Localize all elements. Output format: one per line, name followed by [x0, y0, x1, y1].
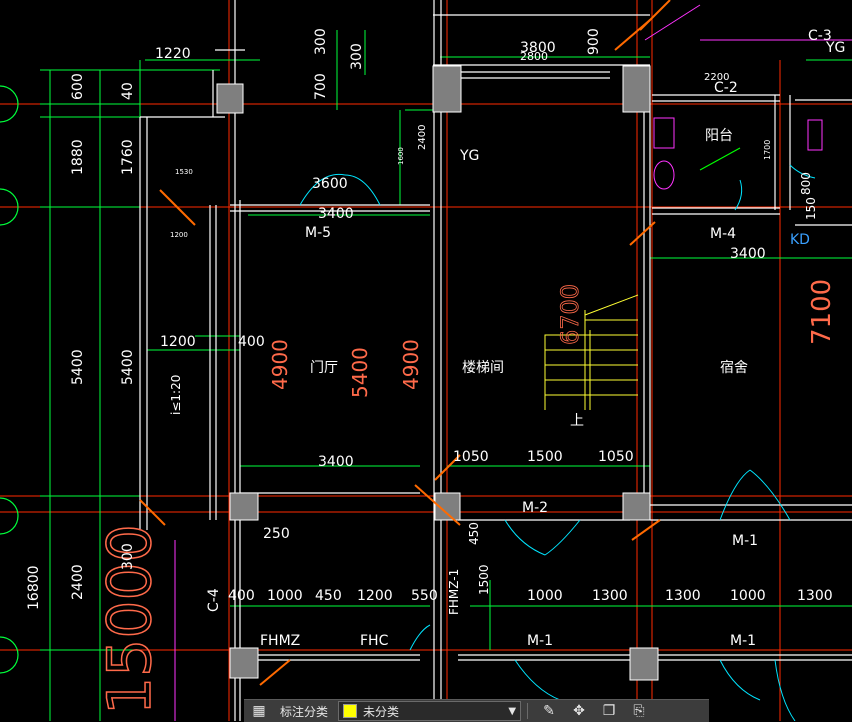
divider	[527, 703, 529, 719]
dim-400-left: 400	[238, 334, 265, 350]
dim-150: 150	[804, 197, 818, 220]
category-select[interactable]: 未分类 ▼	[338, 701, 522, 721]
balcony-arrow	[699, 147, 741, 171]
dim-b-1000-a: 1000	[267, 588, 303, 604]
door-swings	[299, 164, 816, 721]
dim-1200-small: 1200	[170, 231, 188, 239]
room-hall: 门厅	[310, 360, 338, 376]
dim-300-b: 300	[349, 43, 365, 70]
dim-slope: i≤1:20	[169, 375, 183, 415]
dim-1500-v: 1500	[477, 564, 491, 595]
door-m5: M-5	[305, 225, 331, 241]
dim-5400-inner: 5400	[120, 349, 136, 385]
dim-1760: 1760	[120, 139, 136, 175]
dim-b-450: 450	[315, 588, 342, 604]
label-c2: C-2	[714, 80, 738, 96]
dim-900: 900	[586, 28, 602, 55]
dim-3400-dorm: 3400	[730, 246, 766, 262]
chevron-down-icon: ▼	[508, 705, 517, 717]
dim-1700: 1700	[763, 140, 772, 160]
dim-4900-b: 4900	[399, 339, 423, 390]
dim-5400-outer: 5400	[70, 349, 86, 385]
door-m1-b: M-1	[527, 633, 553, 649]
dim-300-a: 300	[313, 28, 329, 55]
room-stair: 楼梯间	[462, 360, 504, 376]
columns	[216, 65, 659, 681]
label-c4: C-4	[206, 588, 222, 612]
dim-16800: 16800	[26, 565, 42, 610]
dim-5400-hall: 5400	[348, 347, 372, 398]
color-swatch	[343, 704, 358, 718]
dim-450: 450	[467, 522, 481, 545]
dim-b-1200: 1200	[357, 588, 393, 604]
dim-1200: 1200	[160, 334, 196, 350]
door-m1-a: M-1	[732, 533, 758, 549]
dim-b-1300-b: 1300	[665, 588, 701, 604]
dim-6700: 6700	[556, 284, 584, 345]
dim-b-1000-b: 1000	[527, 588, 563, 604]
dim-b-1300-a: 1300	[592, 588, 628, 604]
door-m1-c: M-1	[730, 633, 756, 649]
category-label: 标注分类	[280, 704, 329, 719]
door-fhm1: FHMZ-1	[447, 569, 461, 615]
category-select-value: 未分类	[363, 704, 400, 719]
dim-600: 600	[70, 73, 86, 100]
dim-b-400: 400	[228, 588, 255, 604]
annotation-toolbar: ▦ 标注分类 未分类 ▼ ✎ ✥ ❐ ⎘	[244, 699, 709, 722]
walls	[139, 0, 852, 721]
door-m4: M-4	[710, 226, 736, 242]
dim-3800: 3800	[520, 40, 556, 56]
stair-up: 上	[570, 413, 584, 429]
door-fhm: FHMZ	[260, 633, 300, 649]
big-dim-text: 15000	[95, 524, 165, 715]
label-yg: YG	[459, 148, 479, 164]
dim-1530: 1530	[175, 168, 193, 176]
paste-icon[interactable]: ⎘	[633, 703, 645, 719]
dim-300: 300	[120, 543, 136, 570]
dim-2400-top: 2400	[417, 125, 428, 150]
dim-7100: 7100	[807, 279, 837, 345]
dim-1220: 1220	[155, 46, 191, 62]
dim-b-1000-c: 1000	[730, 588, 766, 604]
label-c3: C-3	[808, 28, 832, 44]
dim-1050-a: 1050	[453, 449, 489, 465]
dim-1500: 1500	[527, 449, 563, 465]
dim-3600: 3600	[312, 176, 348, 192]
stair	[544, 294, 639, 410]
dim-3400-top: 3400	[318, 206, 354, 222]
dim-2800: 2800	[520, 50, 548, 63]
dim-1600: 1600	[397, 147, 405, 165]
dim-700: 700	[313, 73, 329, 100]
move-icon[interactable]: ✥	[573, 703, 585, 719]
label-yg-top: YG	[825, 40, 845, 56]
magenta-lines	[174, 4, 852, 721]
dim-4900-a: 4900	[268, 339, 292, 390]
grid-icon[interactable]: ▦	[252, 703, 266, 719]
dim-40: 40	[120, 82, 136, 100]
room-balcony: 阳台	[705, 128, 733, 144]
room-dorm: 宿舍	[720, 359, 748, 376]
door-m2: M-2	[522, 500, 548, 516]
axis-bubbles	[0, 85, 19, 674]
dim-250: 250	[263, 526, 290, 542]
door-fhc: FHC	[360, 633, 389, 649]
tick-marks	[139, 0, 671, 686]
dim-1880: 1880	[70, 139, 86, 175]
dim-3400-hall: 3400	[318, 454, 354, 470]
dim-1050-b: 1050	[598, 449, 634, 465]
dim-2200: 2200	[704, 72, 729, 83]
dim-b-1300-c: 1300	[797, 588, 833, 604]
edit-icon[interactable]: ✎	[543, 703, 555, 719]
dim-2400: 2400	[70, 564, 86, 600]
dim-800: 800	[799, 172, 813, 195]
copy-icon[interactable]: ❐	[602, 703, 616, 719]
dim-b-550: 550	[411, 588, 438, 604]
label-kd: KD	[790, 232, 810, 248]
